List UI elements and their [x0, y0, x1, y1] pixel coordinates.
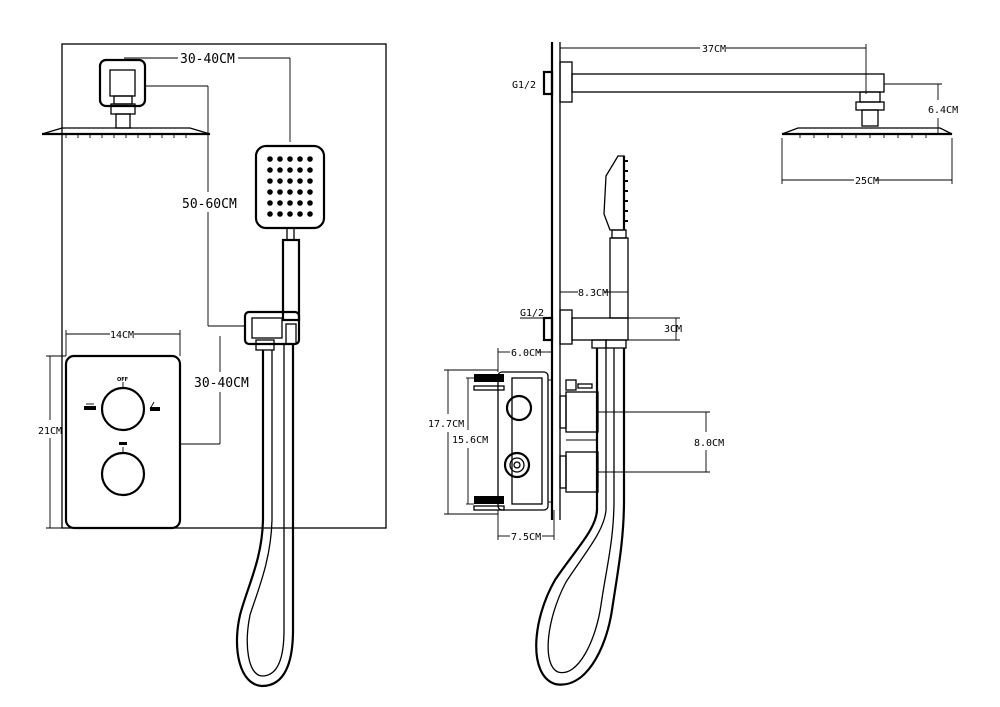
rain-shower-arm-bracket [98, 58, 147, 129]
dim-valve-offset-label: 30-40CM [194, 376, 249, 391]
hand-shower-head-front [254, 144, 326, 322]
dim-arm: 37CM [560, 44, 867, 94]
dim-head-height-label: 6.4CM [928, 105, 958, 116]
hose-side [535, 348, 626, 686]
dim-plate-height: 21CM [38, 355, 66, 529]
valve-body-side [473, 371, 599, 511]
hose-front-inner [246, 344, 285, 677]
dim-head-width: 25CM [781, 138, 953, 187]
dim-box-width-label: 7.5CM [511, 532, 541, 543]
wall-holder-side [559, 309, 629, 349]
hose-side-inner [547, 348, 615, 674]
dim-box-width: 7.5CM [497, 510, 555, 543]
dim-handshower-height: 50-60CM [145, 85, 244, 327]
wall-holder-front [243, 310, 301, 351]
upper-outlet [565, 391, 599, 433]
dim-holder-height-label: 3CM [664, 324, 682, 335]
dim-plate-height-label: 21CM [38, 426, 62, 437]
dim-outlet-spacing: 8.0CM [598, 411, 724, 473]
lower-outlet [565, 451, 599, 493]
dim-inlet-mid-label: G1/2 [520, 308, 544, 319]
dim-head-width-label: 25CM [855, 176, 879, 187]
dim-holder-height: 3CM [628, 317, 682, 341]
rain-mode-icon [84, 403, 96, 410]
dim-handshower-height-label: 50-60CM [182, 197, 237, 212]
diverter-cartridge [505, 394, 533, 422]
hose-front [235, 344, 295, 688]
dim-outlet-spacing-label: 8.0CM [694, 438, 724, 449]
valve-plate-front: OFF [64, 354, 182, 530]
temp-mark-icon [119, 442, 127, 445]
rain-shower-head-front [41, 127, 211, 138]
dim-valve-offset: 30-40CM [180, 336, 249, 445]
dim-box-height-inner: 15.6CM [452, 377, 488, 505]
dim-box-height-outer: 17.7CM [428, 369, 498, 515]
thermostat-knob [100, 451, 146, 497]
spray-nozzles [267, 156, 313, 217]
dim-arm-label: 37CM [702, 44, 726, 55]
thermostat-cartridge [503, 451, 531, 479]
dim-arm-length: 30-40CM [124, 52, 291, 142]
dim-box-height-inner-label: 15.6CM [452, 435, 488, 446]
top-inlet [542, 70, 554, 96]
off-label: OFF [117, 377, 128, 383]
arm-flange [559, 61, 573, 103]
hand-mode-icon [149, 401, 160, 411]
wall-outline [61, 43, 387, 529]
dim-inlet-top-label: G1/2 [512, 80, 536, 91]
side-view: G1/2 37CM [428, 42, 958, 686]
dim-box-height-outer-label: 17.7CM [428, 419, 464, 430]
mounting-screws [473, 374, 505, 511]
dim-plate-width: 14CM [65, 330, 181, 356]
diverter-knob [100, 386, 146, 432]
dim-valve-depth-label: 6.0CM [511, 348, 541, 359]
front-view: 30-40CM 50-60CM 30-40CM [38, 43, 387, 688]
dim-holder-offset: 8.3CM [560, 286, 629, 318]
mid-inlet [542, 316, 554, 342]
dim-valve-depth: 6.0CM [497, 348, 552, 372]
dim-arm-length-label: 30-40CM [180, 52, 235, 67]
dim-holder-offset-label: 8.3CM [578, 288, 608, 299]
dim-head-height: 6.4CM [884, 83, 958, 135]
dim-plate-width-label: 14CM [110, 330, 134, 341]
